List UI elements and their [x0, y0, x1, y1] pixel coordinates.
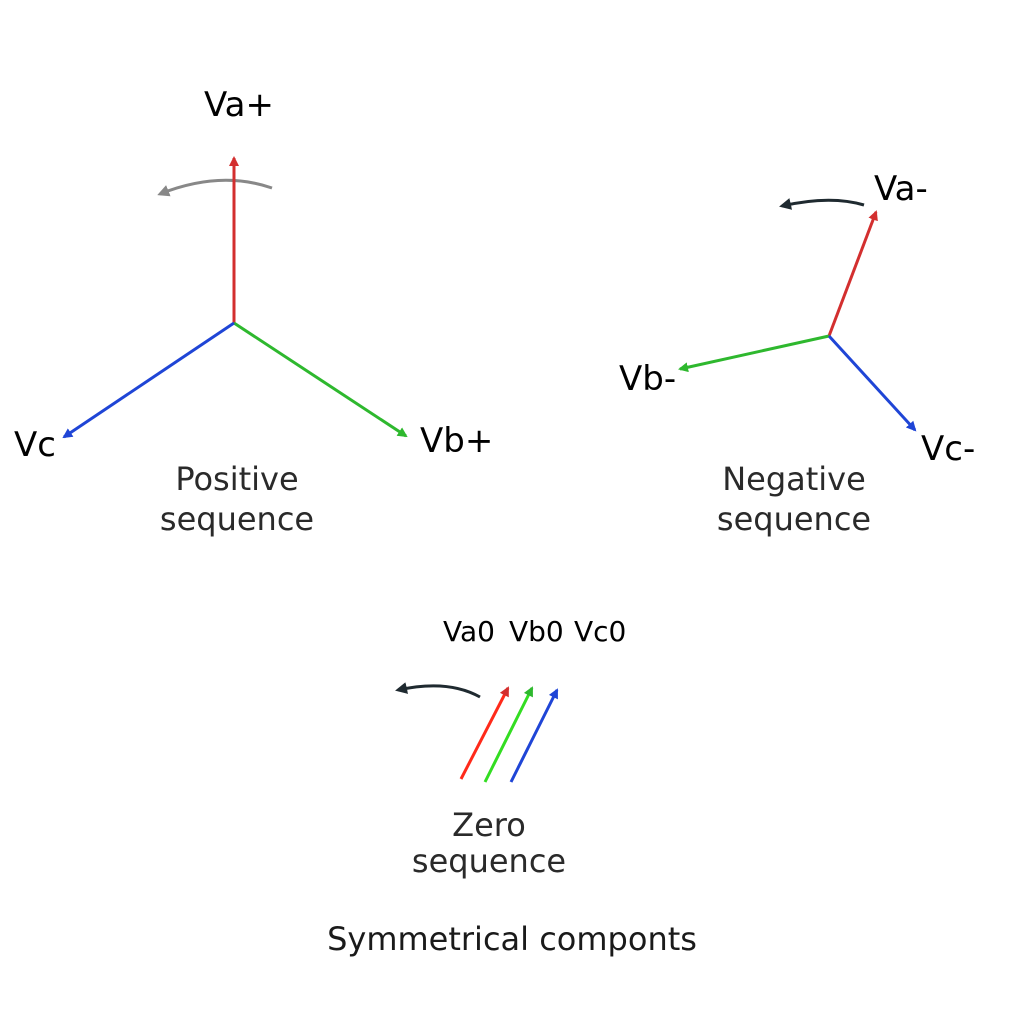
zero-caption-line2: sequence — [412, 842, 566, 880]
negative-vb-phasor — [678, 334, 830, 373]
positive-vc-label: Vc — [14, 425, 56, 465]
positive-sequence-group: Va+ Vb+ Vc Positive sequence — [14, 85, 493, 538]
positive-caption-line2: sequence — [160, 500, 314, 538]
positive-caption-line1: Positive — [175, 460, 298, 498]
zero-vb-label: Vb0 — [509, 615, 564, 648]
negative-caption-line2: sequence — [717, 500, 871, 538]
negative-sequence-group: Va- Vb- Vc- Negative sequence — [619, 169, 975, 538]
zero-vc-phasor — [509, 688, 559, 783]
negative-vc-label: Vc- — [921, 429, 975, 469]
positive-va-label: Va+ — [204, 85, 274, 125]
negative-vb-label: Vb- — [619, 359, 676, 399]
negative-vc-phasor — [827, 334, 917, 432]
positive-vb-phasor — [233, 321, 408, 438]
zero-vc-label: Vc0 — [574, 615, 626, 648]
zero-caption-line1: Zero — [452, 806, 526, 844]
zero-sequence-group: Va0 Vb0 Vc0 Zero sequence — [395, 615, 626, 880]
diagram-title: Symmetrical componts — [327, 920, 697, 958]
negative-va-phasor — [827, 210, 878, 337]
zero-va-label: Va0 — [443, 615, 495, 648]
positive-vc-phasor — [62, 321, 235, 439]
zero-va-phasor — [459, 686, 510, 780]
negative-caption-line1: Negative — [722, 460, 866, 498]
positive-rotation-arrow — [157, 178, 273, 197]
zero-vb-phasor — [483, 686, 534, 783]
positive-vb-label: Vb+ — [420, 421, 493, 461]
negative-rotation-arrow — [779, 198, 865, 210]
zero-rotation-arrow — [395, 682, 481, 699]
negative-va-label: Va- — [874, 169, 928, 209]
